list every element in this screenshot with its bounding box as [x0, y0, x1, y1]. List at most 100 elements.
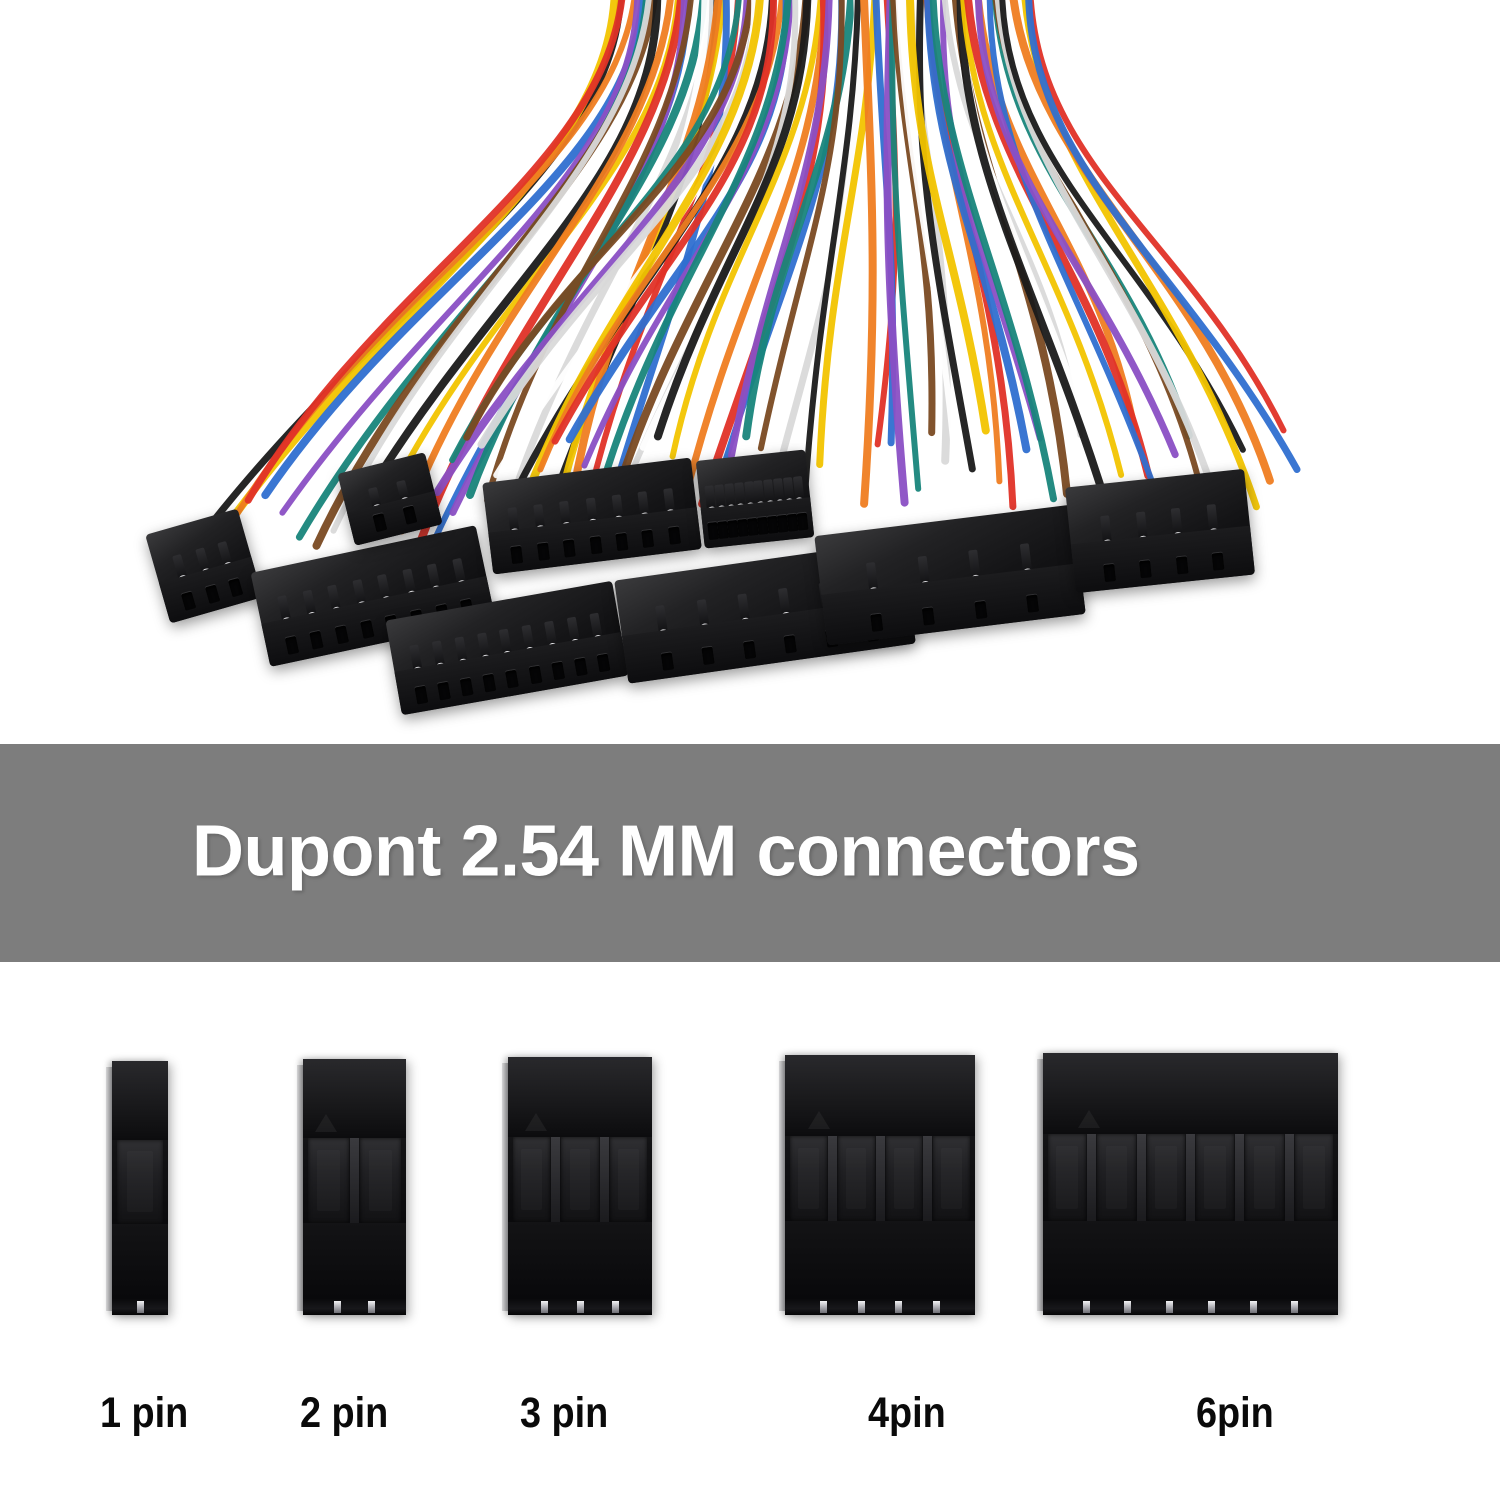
- housing-body: [508, 1057, 652, 1315]
- housing-divider: [827, 1135, 837, 1222]
- housing-bottom-rim: [508, 1299, 652, 1315]
- socket-hole: [589, 536, 603, 555]
- contact-slot: [1048, 1134, 1087, 1221]
- metal-contact-tab: [820, 1301, 828, 1313]
- housing-left-edge: [779, 1061, 785, 1311]
- housing-window: [303, 1138, 406, 1223]
- housing-body: [1043, 1053, 1338, 1315]
- housing-window: [1043, 1134, 1338, 1221]
- housing-skirt: [785, 1221, 975, 1305]
- contact-slot: [837, 1135, 875, 1222]
- connector-6pin: [1037, 1053, 1338, 1315]
- socket-hole: [641, 529, 655, 548]
- housing-shoulder: [1043, 1053, 1338, 1136]
- housing-skirt: [1043, 1220, 1338, 1305]
- socket-hole: [437, 681, 452, 701]
- metal-contact-tab: [895, 1301, 903, 1313]
- metal-contact-tab: [611, 1301, 619, 1313]
- contact-slot: [308, 1138, 349, 1223]
- housing-divider: [1235, 1134, 1245, 1221]
- contact-slot: [1097, 1134, 1136, 1221]
- socket-hole: [1025, 594, 1039, 613]
- banner-title-text: Dupont 2.54 MM connectors: [192, 811, 1140, 892]
- connector-3pin: [502, 1057, 652, 1315]
- contact-slot: [513, 1136, 551, 1223]
- socket-hole: [536, 542, 550, 561]
- socket-hole: [596, 653, 611, 673]
- housing-body: [785, 1055, 975, 1315]
- socket-hole: [1175, 556, 1189, 575]
- connector-4pin: [779, 1055, 975, 1315]
- housing-skirt: [508, 1222, 652, 1305]
- metal-contact-tab: [1124, 1301, 1132, 1313]
- housing-divider: [1284, 1134, 1294, 1221]
- contact-slot: [561, 1136, 599, 1223]
- housing-bottom-rim: [303, 1299, 406, 1315]
- product-photo-section: [0, 0, 1500, 744]
- socket-hole: [783, 635, 798, 654]
- socket-hole: [974, 600, 988, 620]
- socket-hole: [742, 640, 756, 660]
- polarity-triangle-icon: [315, 1114, 338, 1133]
- metal-contact-tab: [1082, 1301, 1090, 1313]
- metal-contact-tab: [541, 1301, 549, 1313]
- housing-divider: [599, 1136, 609, 1223]
- title-banner: Dupont 2.54 MM connectors: [0, 744, 1500, 962]
- contact-slot: [790, 1135, 827, 1222]
- housing-divider: [1136, 1134, 1146, 1221]
- housing-divider: [551, 1136, 561, 1223]
- housing-shoulder: [112, 1061, 168, 1141]
- socket-hole: [562, 539, 576, 558]
- connector-label-3pin: 3 pin: [520, 1389, 609, 1437]
- connector-2pin: [297, 1059, 406, 1315]
- connector-label-4pin: 4pin: [868, 1389, 946, 1437]
- socket-hole: [505, 669, 520, 689]
- socket-hole: [701, 646, 715, 666]
- housing-bottom-rim: [112, 1299, 168, 1315]
- housing-window: [112, 1139, 168, 1224]
- socket-hole: [1139, 560, 1153, 579]
- photo-connector-6pin: [1064, 468, 1256, 594]
- housing-body: [112, 1061, 168, 1315]
- wire-strands-graphic: [177, 0, 1301, 550]
- housing-left-edge: [106, 1067, 112, 1311]
- socket-hole: [922, 607, 936, 626]
- socket-hole: [528, 665, 543, 685]
- socket-hole: [551, 661, 565, 681]
- socket-hole: [482, 673, 497, 693]
- socket-hole: [660, 652, 674, 671]
- socket-hole: [227, 577, 244, 598]
- metal-contact-tab: [136, 1301, 144, 1313]
- connector-1pin: [106, 1061, 168, 1315]
- socket-hole: [1211, 552, 1225, 571]
- socket-hole: [309, 630, 324, 650]
- housing-shoulder: [303, 1059, 406, 1140]
- metal-contact-tab: [932, 1301, 940, 1313]
- connector-label-6pin: 6pin: [1196, 1389, 1274, 1437]
- socket-hole: [510, 545, 524, 565]
- socket-hole: [870, 613, 884, 632]
- socket-hole: [372, 512, 388, 533]
- contact-slot: [360, 1138, 401, 1223]
- polarity-triangle-icon: [525, 1112, 548, 1131]
- contact-slot: [1195, 1134, 1235, 1221]
- socket-hole: [284, 636, 299, 655]
- wire-bundle: [0, 0, 1500, 744]
- housing-divider: [923, 1135, 933, 1222]
- housing-skirt: [303, 1222, 406, 1305]
- socket-hole: [402, 505, 418, 525]
- contact-slot: [117, 1139, 163, 1224]
- metal-contact-tab: [1291, 1301, 1299, 1313]
- housing-shoulder: [785, 1055, 975, 1137]
- housing-skirt: [112, 1223, 168, 1305]
- housing-body: [303, 1059, 406, 1315]
- contact-slot: [1245, 1134, 1284, 1221]
- housing-left-edge: [1037, 1059, 1043, 1311]
- socket-hole: [359, 620, 375, 639]
- metal-contact-tab: [857, 1301, 865, 1313]
- socket-hole: [1103, 563, 1117, 583]
- socket-hole: [796, 512, 809, 531]
- housing-window: [508, 1136, 652, 1223]
- housing-left-edge: [297, 1065, 303, 1311]
- socket-hole: [181, 591, 197, 611]
